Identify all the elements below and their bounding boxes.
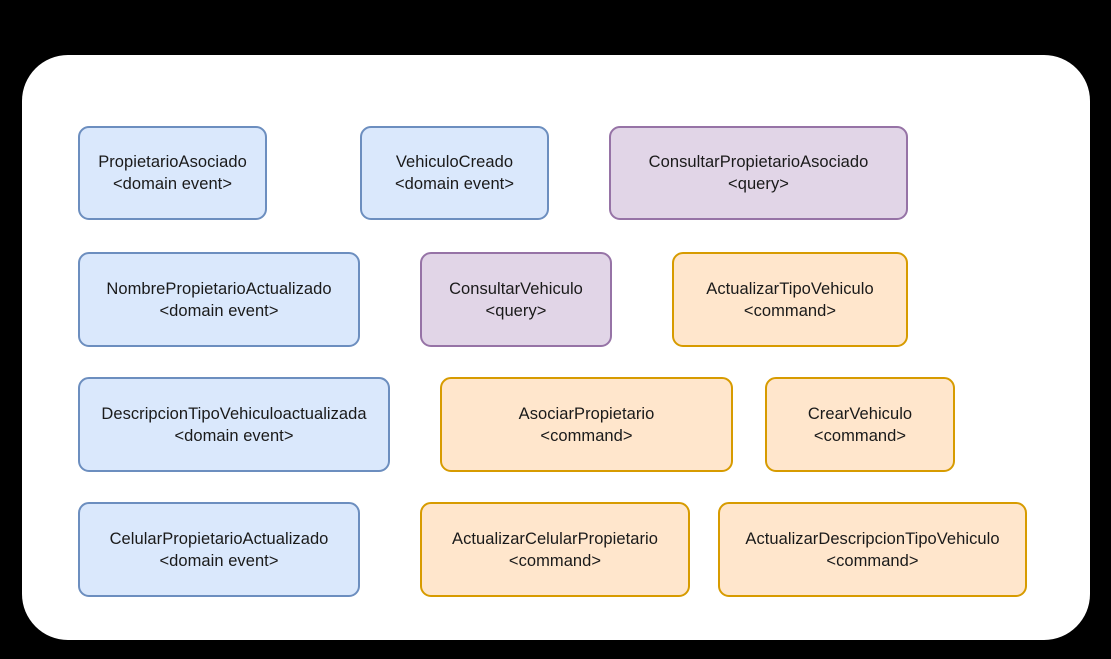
node-stereotype: <command> — [826, 551, 919, 570]
node-title: ActualizarDescripcionTipoVehiculo — [745, 529, 1000, 548]
diagram-node-event[interactable]: VehiculoCreado <domain event> — [360, 126, 549, 220]
node-title: CrearVehiculo — [807, 404, 913, 423]
node-title: NombrePropietarioActualizado — [106, 279, 332, 298]
node-title: ConsultarPropietarioAsociado — [648, 153, 869, 171]
node-title: AsociarPropietario — [518, 404, 655, 423]
node-title: CelularPropietarioActualizado — [109, 529, 329, 548]
node-stereotype: <domain event> — [159, 551, 279, 570]
node-stereotype: <domain event> — [174, 426, 294, 445]
diagram-node-command[interactable]: ActualizarCelularPropietario <command> — [420, 502, 690, 597]
node-stereotype: <query> — [485, 301, 547, 320]
diagram-node-query[interactable]: ConsultarVehiculo <query> — [420, 252, 612, 347]
node-stereotype: <command> — [813, 426, 907, 445]
diagram-node-event[interactable]: CelularPropietarioActualizado <domain eve… — [78, 502, 360, 597]
diagram-node-command[interactable]: ActualizarDescripcionTipoVehiculo <comman… — [718, 502, 1027, 597]
diagram-panel: PropietarioAsociado<domain event>Vehicul… — [22, 55, 1090, 640]
node-stereotype: <domain event> — [159, 301, 279, 320]
node-stereotype: <command> — [743, 301, 837, 320]
node-stereotype: <domain event> — [394, 175, 515, 193]
node-title: VehiculoCreado — [395, 153, 514, 171]
diagram-node-event[interactable]: PropietarioAsociado <domain event> — [78, 126, 267, 220]
node-title: ActualizarTipoVehiculo — [706, 279, 874, 298]
diagram-node-event[interactable]: DescripcionTipoVehiculoactualizada <domai… — [78, 377, 390, 472]
diagram-node-command[interactable]: AsociarPropietario <command> — [440, 377, 733, 472]
diagram-node-command[interactable]: CrearVehiculo <command> — [765, 377, 955, 472]
node-stereotype: <command> — [508, 551, 602, 570]
diagram-node-event[interactable]: NombrePropietarioActualizado <domain even… — [78, 252, 360, 347]
diagram-node-query[interactable]: ConsultarPropietarioAsociado <query> — [609, 126, 908, 220]
node-stereotype: <command> — [540, 426, 633, 445]
node-title: DescripcionTipoVehiculoactualizada — [101, 404, 367, 423]
diagram-node-command[interactable]: ActualizarTipoVehiculo <command> — [672, 252, 908, 347]
node-title: PropietarioAsociado — [98, 153, 247, 171]
node-stereotype: <query> — [728, 175, 789, 193]
node-title: ConsultarVehiculo — [449, 279, 583, 298]
node-stereotype: <domain event> — [112, 175, 233, 193]
node-title: ActualizarCelularPropietario — [452, 529, 658, 548]
